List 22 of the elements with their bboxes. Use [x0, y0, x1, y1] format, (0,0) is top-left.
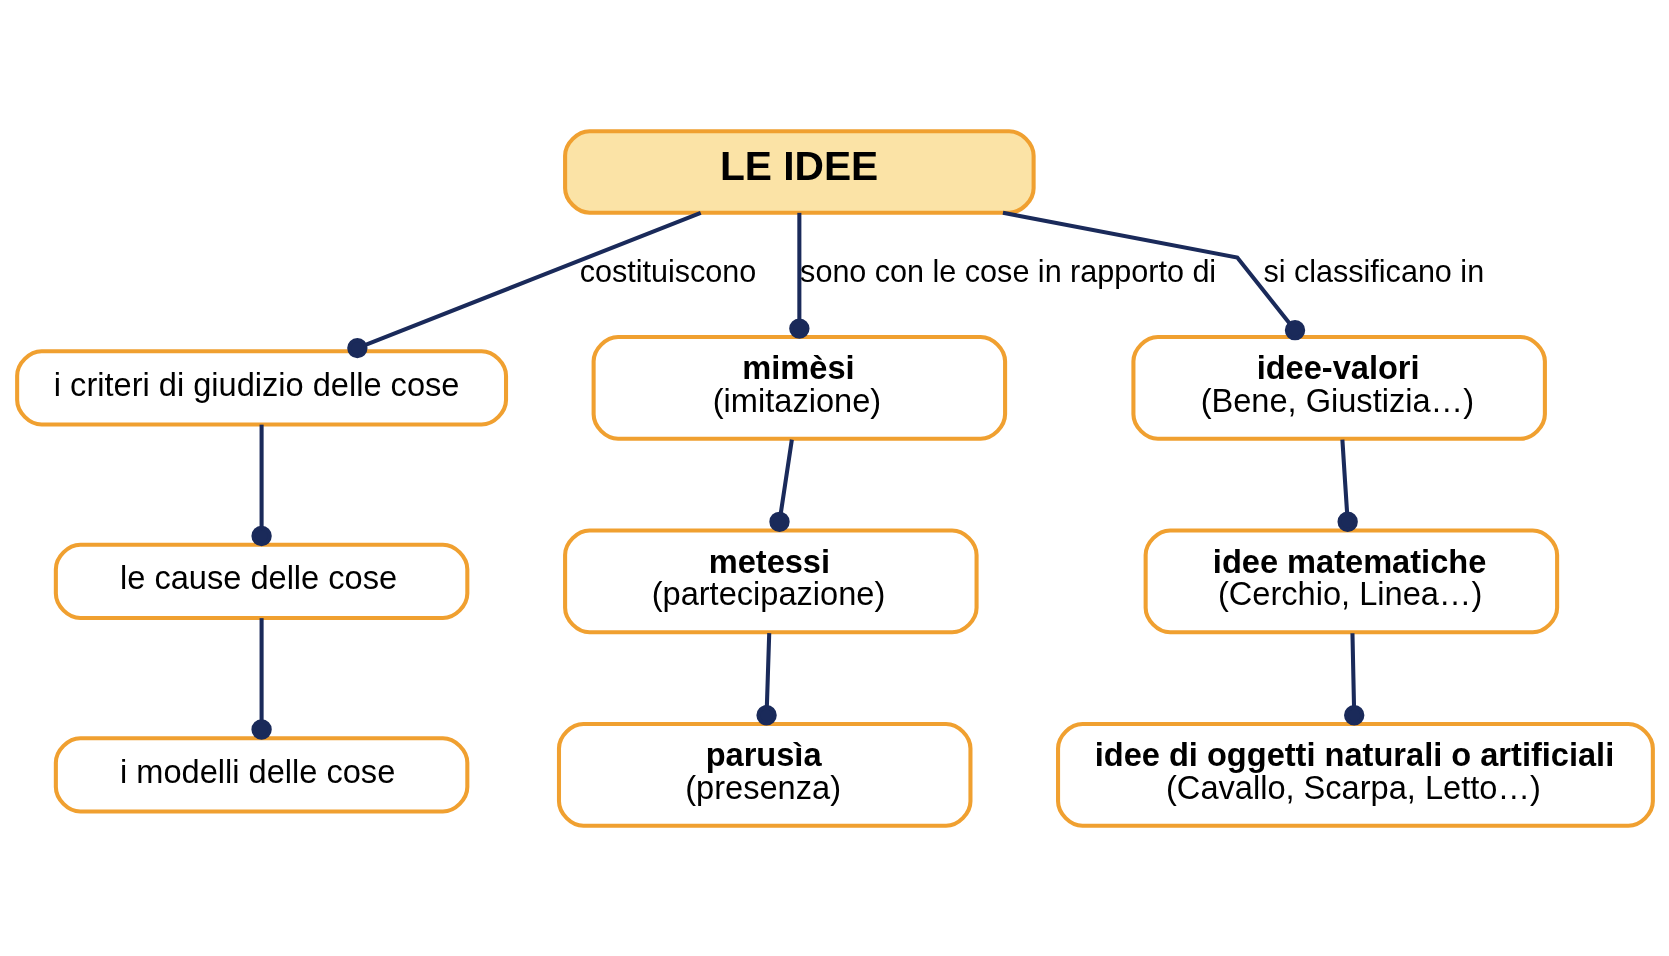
connector [346, 210, 701, 358]
edge-label: sono con le cose in rapporto di [799, 253, 1216, 288]
node-box: i criteri di giudizio delle cose [14, 348, 508, 427]
connector [1343, 632, 1364, 725]
connector [1337, 439, 1358, 532]
connector [250, 424, 272, 546]
node-box: i modelli delle cose [53, 735, 469, 814]
node-box: mimèsi (imitazione) [591, 334, 1007, 441]
node-box: idee-valori (Bene, Giustizia…) [1130, 334, 1547, 441]
node-box: le cause delle cose [53, 542, 469, 620]
connector [1002, 210, 1305, 340]
connector [755, 632, 777, 725]
node-box: metessi (partecipazione) [562, 527, 979, 634]
connector [768, 438, 794, 532]
connector [250, 617, 272, 740]
node-box: idee matematiche (Cerchio, Linea…) [1143, 527, 1559, 634]
edge-label: costituiscono [579, 253, 756, 288]
node-box: idee di oggetti naturali o artificiali (Cavallo, Scarpa, Letto…) [1055, 721, 1655, 828]
node-box: parusìa (presenza) [556, 721, 972, 828]
edge-label: si classificano in [1262, 253, 1484, 288]
connector [788, 212, 810, 339]
node-box: LE IDEE [562, 128, 1036, 215]
